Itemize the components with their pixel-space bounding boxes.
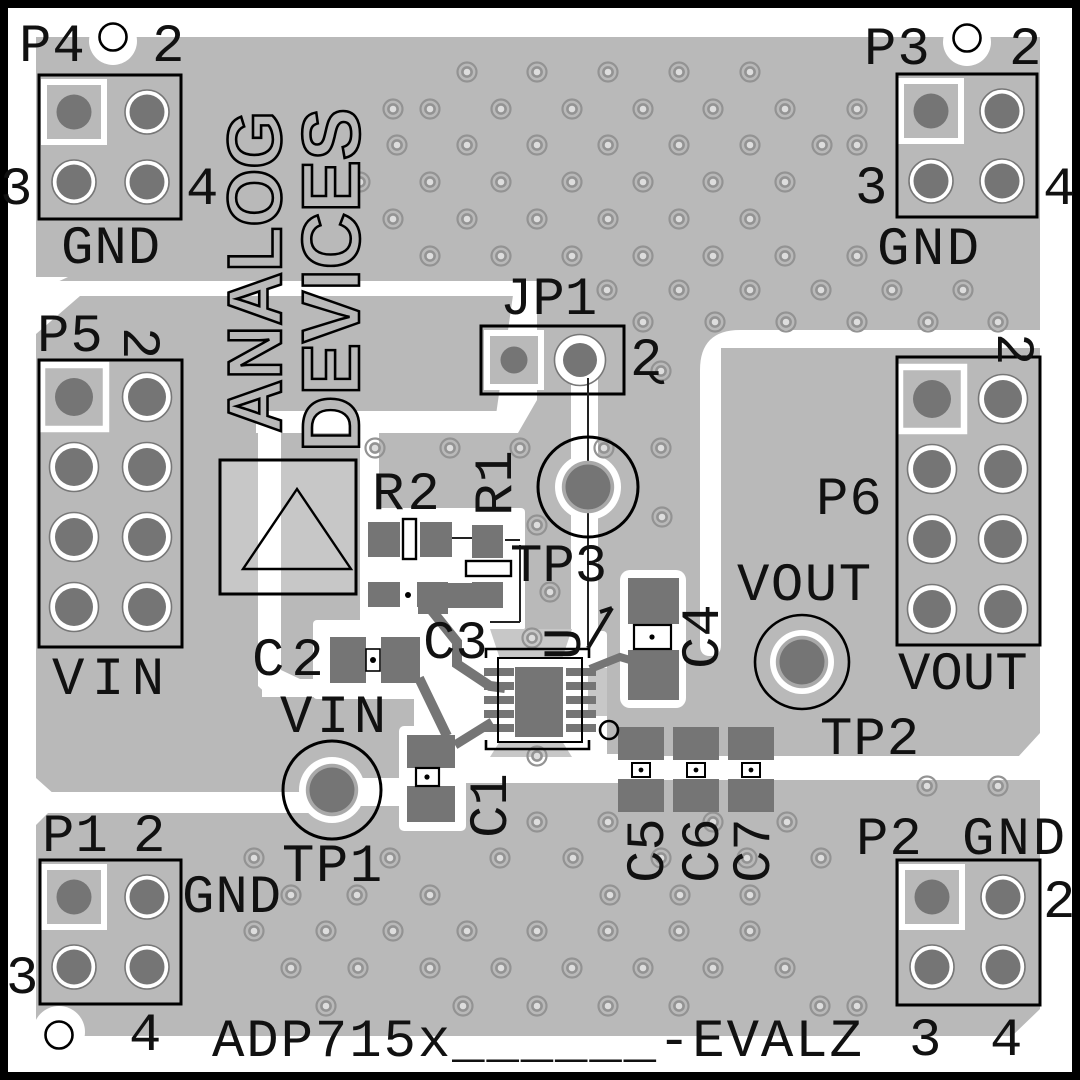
svg-text:VIN: VIN [52, 650, 172, 711]
svg-text:P3: P3 [864, 20, 931, 81]
svg-text:GND: GND [962, 810, 1068, 871]
svg-text:R1: R1 [467, 449, 528, 516]
svg-text:2: 2 [133, 807, 165, 868]
svg-text:DEVICES: DEVICES [286, 108, 377, 452]
svg-text:2: 2 [1043, 873, 1075, 934]
svg-text:4: 4 [990, 1011, 1022, 1072]
svg-text:GND: GND [182, 868, 282, 929]
svg-text:C6: C6 [674, 818, 735, 883]
svg-text:TP3: TP3 [510, 537, 607, 598]
svg-text:P2: P2 [856, 810, 923, 871]
svg-text:GND: GND [61, 219, 161, 280]
svg-text:C3: C3 [423, 614, 488, 675]
svg-text:P6: P6 [816, 470, 883, 531]
svg-text:GND: GND [877, 220, 982, 281]
svg-text:2: 2 [152, 17, 184, 78]
svg-text:2: 2 [107, 327, 168, 359]
svg-text:C7: C7 [725, 818, 786, 883]
svg-text:C5: C5 [619, 818, 680, 883]
svg-text:TP1: TP1 [282, 837, 384, 898]
svg-text:VIN: VIN [280, 688, 391, 749]
svg-text:2: 2 [981, 333, 1042, 365]
svg-text:ADP715x______-EVALZ: ADP715x______-EVALZ [212, 1012, 864, 1073]
svg-text:3: 3 [909, 1011, 941, 1072]
svg-text:R2: R2 [372, 465, 443, 526]
svg-text:P1: P1 [42, 807, 109, 868]
svg-text:2: 2 [1009, 20, 1041, 81]
svg-text:3: 3 [0, 160, 32, 221]
svg-text:4: 4 [129, 1006, 161, 1067]
svg-text:P4: P4 [19, 17, 86, 78]
svg-text:C2: C2 [252, 631, 331, 692]
svg-text:ANALOG: ANALOG [213, 111, 298, 433]
svg-text:TP2: TP2 [820, 710, 920, 771]
svg-text:U: U [536, 628, 597, 660]
svg-text:C4: C4 [674, 604, 735, 669]
svg-text:JP1: JP1 [500, 270, 597, 331]
svg-text:P5: P5 [37, 307, 104, 368]
svg-text:C1: C1 [462, 773, 523, 838]
svg-text:VOUT: VOUT [898, 645, 1028, 706]
svg-text:VOUT: VOUT [737, 556, 873, 617]
svg-text:3: 3 [855, 159, 887, 220]
svg-text:4: 4 [1043, 160, 1075, 221]
svg-text:4: 4 [186, 160, 218, 221]
svg-text:3: 3 [6, 949, 38, 1010]
